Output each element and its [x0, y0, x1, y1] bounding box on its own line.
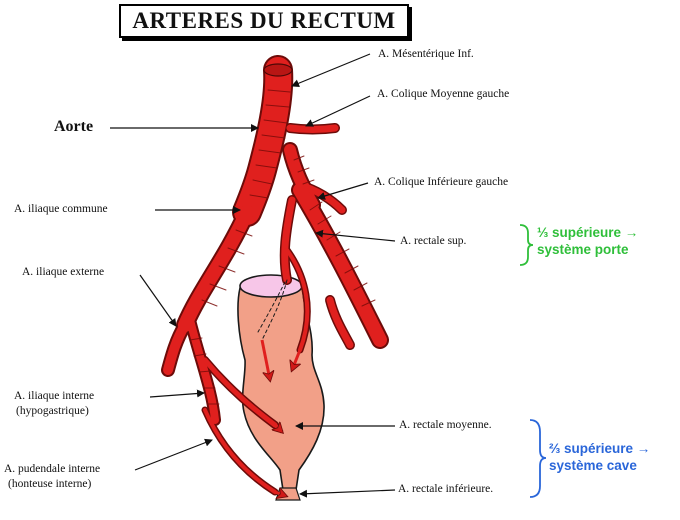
leader-lines: [110, 53, 396, 498]
red-arrowheads: [260, 339, 302, 496]
note-superieure-line2: système porte: [537, 242, 629, 257]
label-iliaque-commune: A. iliaque commune: [14, 203, 108, 215]
note-inferieure-line1: ⅔ supérieure →: [549, 441, 651, 456]
note-superieure: ⅓ supérieure → système porte: [537, 224, 638, 258]
brace-inferieure: [529, 419, 547, 498]
label-iliaque-externe: A. iliaque externe: [22, 266, 105, 278]
rectum-opening: [239, 274, 303, 298]
label-honteuse-interne: (honteuse interne): [8, 478, 92, 490]
label-colique-inferieure-gauche: A. Colique Inférieure gauche: [374, 176, 509, 188]
note-inferieure: ⅔ supérieure → système cave: [549, 440, 650, 474]
note-inferieure-line2: système cave: [549, 458, 637, 473]
label-mesenterique-inf: A. Mésentérique Inf.: [378, 48, 474, 60]
title-box: ARTERES DU RECTUM: [119, 4, 409, 38]
note-superieure-line1: ⅓ supérieure →: [537, 225, 639, 240]
label-pudendale-interne: A. pudendale interne: [4, 463, 101, 475]
label-rectale-sup: A. rectale sup.: [400, 235, 467, 247]
label-rectale-inferieure: A. rectale inférieure.: [398, 483, 494, 495]
label-iliaque-interne: A. iliaque interne: [14, 390, 95, 402]
rectum: [237, 278, 325, 491]
label-rectale-moyenne: A. rectale moyenne.: [399, 419, 492, 431]
label-aorte: Aorte: [54, 118, 94, 135]
aorta-opening: [263, 63, 293, 77]
diagram-title: ARTERES DU RECTUM: [132, 8, 396, 33]
label-colique-moyenne-gauche: A. Colique Moyenne gauche: [377, 88, 510, 100]
label-hypogastrique: (hypogastrique): [16, 405, 89, 417]
brace-superieure: [519, 224, 534, 266]
